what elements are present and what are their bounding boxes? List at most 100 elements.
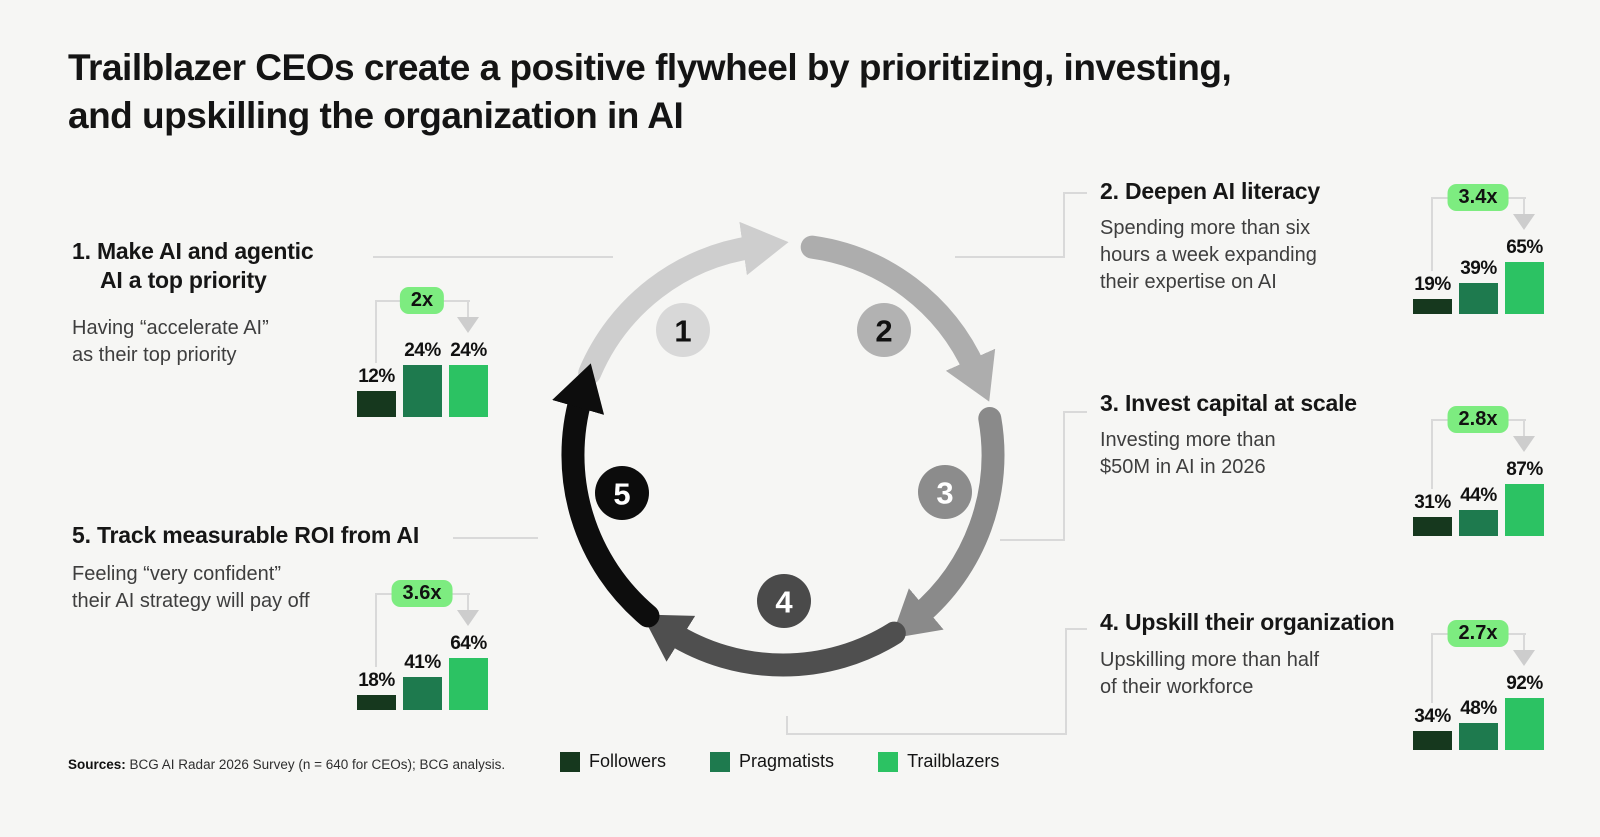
bar-value-label: 92% <box>1506 673 1543 694</box>
bar-pragmatists <box>403 365 442 417</box>
arrow-down-icon <box>457 317 479 333</box>
flywheel-step-1: 1 <box>656 303 710 357</box>
connector-line-step2 <box>1063 192 1087 194</box>
bar-group: 18% 41% 64% <box>357 633 488 710</box>
bar-chart-step3: 2.8x 31% 44% 87% <box>1408 396 1560 536</box>
flywheel-arrow-5-icon <box>552 363 660 628</box>
connector-line-step2 <box>955 256 1065 258</box>
connector-line-step4 <box>1065 628 1087 630</box>
legend-label: Trailblazers <box>907 751 1000 771</box>
connector-line-step2 <box>1063 192 1065 258</box>
bar-value-label: 19% <box>1414 274 1451 295</box>
legend-swatch-trailblazers <box>878 751 899 772</box>
bar-value-label: 31% <box>1414 492 1451 513</box>
bar-followers <box>357 695 396 710</box>
arrow-down-icon <box>1513 436 1535 452</box>
bar-group: 34% 48% 92% <box>1413 673 1544 750</box>
bracket-line <box>467 593 469 610</box>
multiplier-badge: 2.8x <box>1447 406 1509 433</box>
flywheel-arrow-1-icon <box>578 221 789 385</box>
legend-swatch-pragmatists <box>710 751 731 772</box>
sources-label: Sources: <box>68 757 126 772</box>
bar-value-label: 24% <box>404 340 441 361</box>
section-5-description: Feeling “very confident” their AI strate… <box>72 563 310 613</box>
page-title: Trailblazer CEOs create a positive flywh… <box>68 44 1488 140</box>
page-title-line-1: Trailblazer CEOs create a positive flywh… <box>68 47 1232 88</box>
bar-trailblazers <box>1505 262 1544 314</box>
bar-followers <box>1413 299 1452 314</box>
legend: Followers Pragmatists Trailblazers <box>560 751 999 772</box>
bar-trailblazers <box>1505 484 1544 536</box>
bar-chart-step2: 3.4x 19% 39% 65% <box>1408 174 1560 314</box>
arrow-down-icon <box>457 610 479 626</box>
bar-group: 12% 24% 24% <box>357 340 488 417</box>
page-title-line-2: and upskilling the organization in AI <box>68 95 684 137</box>
bracket-line <box>1431 633 1433 703</box>
arrow-down-icon <box>1513 214 1535 230</box>
legend-item-followers: Followers <box>560 751 666 772</box>
connector-line-step5 <box>453 537 538 539</box>
bracket-line <box>375 593 377 667</box>
legend-swatch-followers <box>560 751 580 772</box>
section-1-title-line1: 1. Make AI and agentic <box>72 238 314 264</box>
bar-value-label: 18% <box>358 670 395 691</box>
bar-trailblazers <box>449 365 488 417</box>
bar-value-label: 87% <box>1506 459 1543 480</box>
bar-trailblazers <box>449 658 488 710</box>
section-4-description: Upskilling more than half of their workf… <box>1100 649 1319 699</box>
bar-value-label: 34% <box>1414 706 1451 727</box>
bracket-line <box>1431 419 1433 489</box>
bar-group: 31% 44% 87% <box>1413 459 1544 536</box>
section-3-description: Investing more than $50M in AI in 2026 <box>1100 429 1276 479</box>
bracket-line <box>1523 633 1525 650</box>
flywheel-step-2-number: 2 <box>875 314 892 349</box>
bar-group: 19% 39% 65% <box>1413 237 1544 314</box>
multiplier-badge: 2x <box>399 287 445 314</box>
section-2-title: 2. Deepen AI literacy <box>1100 178 1320 204</box>
sources-text: BCG AI Radar 2026 Survey (n = 640 for CE… <box>125 757 506 772</box>
section-4-title: 4. Upskill their organization <box>1100 609 1395 635</box>
bar-value-label: 24% <box>450 340 487 361</box>
section-2-description: Spending more than six hours a week expa… <box>1100 217 1317 294</box>
bar-value-label: 48% <box>1460 698 1497 719</box>
multiplier-badge: 3.4x <box>1447 184 1509 211</box>
bar-chart-step1: 2x 12% 24% 24% <box>352 277 504 417</box>
flywheel-step-5-number: 5 <box>613 477 630 512</box>
flywheel-step-1-number: 1 <box>674 314 691 349</box>
legend-label: Followers <box>589 751 667 771</box>
bar-pragmatists <box>1459 510 1498 536</box>
bracket-line <box>375 300 377 363</box>
bar-followers <box>1413 731 1452 750</box>
legend-item-pragmatists: Pragmatists <box>710 751 834 772</box>
legend-label: Pragmatists <box>739 751 835 771</box>
arrow-down-icon <box>1513 650 1535 666</box>
flywheel-step-4: 4 <box>757 574 811 628</box>
bracket-line <box>1431 197 1433 271</box>
multiplier-badge: 3.6x <box>391 580 453 607</box>
connector-line-step3 <box>1063 411 1087 413</box>
connector-line-step4 <box>786 716 788 735</box>
flywheel-step-2: 2 <box>857 303 911 357</box>
flywheel-arrow-4-icon <box>641 614 906 677</box>
bar-value-label: 64% <box>450 633 487 654</box>
connector-line-step3 <box>1000 539 1065 541</box>
bar-pragmatists <box>1459 283 1498 314</box>
flywheel-arrow-2-icon <box>800 235 996 402</box>
section-1-description: Having “accelerate AI” as their top prio… <box>72 317 269 367</box>
bar-value-label: 65% <box>1506 237 1543 258</box>
bracket-line <box>1523 419 1525 436</box>
connector-line-step3 <box>1063 411 1065 541</box>
sources-note: Sources: BCG AI Radar 2026 Survey (n = 6… <box>68 757 505 772</box>
multiplier-badge: 2.7x <box>1447 620 1509 647</box>
bar-value-label: 44% <box>1460 485 1497 506</box>
bar-value-label: 41% <box>404 652 441 673</box>
flywheel-step-5: 5 <box>595 466 649 520</box>
bar-value-label: 12% <box>358 366 395 387</box>
bar-trailblazers <box>1505 698 1544 750</box>
flywheel-step-4-number: 4 <box>775 585 793 620</box>
connector-line-step4 <box>786 733 1067 735</box>
section-3-title: 3. Invest capital at scale <box>1100 390 1357 416</box>
flywheel-step-3-number: 3 <box>936 476 953 511</box>
bracket-line <box>467 300 469 317</box>
